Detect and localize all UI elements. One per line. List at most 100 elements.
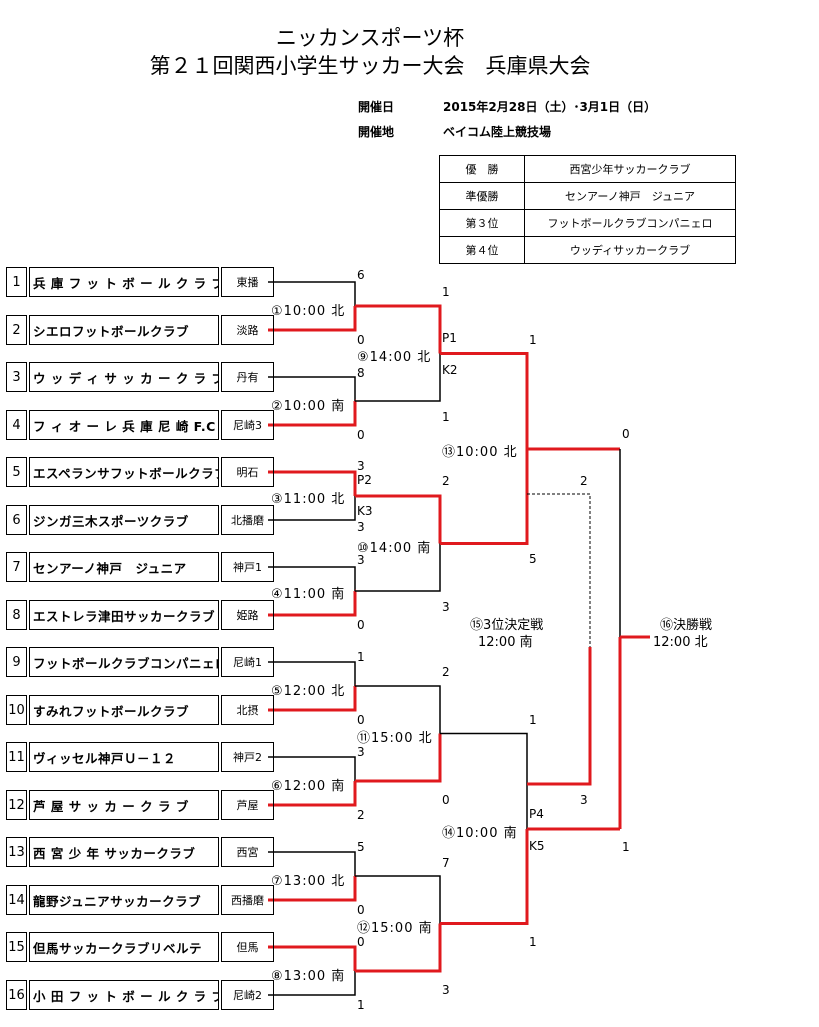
score-label: 3 bbox=[357, 520, 365, 534]
score-label: 2 bbox=[357, 808, 365, 822]
team-name: 龍野ジュニアサッカークラブ bbox=[29, 885, 219, 915]
team-region: 但馬 bbox=[221, 932, 274, 962]
team-region: 明石 bbox=[221, 457, 274, 487]
bracket-line bbox=[268, 876, 357, 902]
team-region: 姫路 bbox=[221, 600, 274, 630]
score-label: 0 bbox=[357, 935, 365, 949]
team-region: 西播磨 bbox=[221, 885, 274, 915]
pk-label: P4 bbox=[529, 807, 544, 821]
score-label: 5 bbox=[529, 552, 537, 566]
bracket-line bbox=[355, 733, 442, 783]
bracket-line bbox=[268, 401, 357, 427]
team-region: 芦屋 bbox=[221, 790, 274, 820]
team-region: 東播 bbox=[221, 267, 274, 297]
venue-label: 開催地 bbox=[358, 125, 395, 139]
team-number: 12 bbox=[6, 790, 27, 820]
score-label: 2 bbox=[442, 474, 450, 488]
bracket-line bbox=[268, 306, 357, 332]
team-name: エストレラ津田サッカークラブ bbox=[29, 600, 219, 630]
score-label: 3 bbox=[580, 793, 588, 807]
team-number: 10 bbox=[6, 695, 27, 725]
team-name: フットボールクラブコンパニェロ bbox=[29, 647, 219, 677]
bracket-line bbox=[268, 686, 357, 712]
score-label: 3 bbox=[357, 553, 365, 567]
team-name: ヴィッセル神戸Ｕ－１２ bbox=[29, 742, 219, 772]
results-row: 第３位フットボールクラブコンパニェロ bbox=[439, 209, 736, 237]
score-label: 0 bbox=[357, 618, 365, 632]
bracket-line bbox=[440, 732, 528, 829]
score-label: 2 bbox=[580, 474, 588, 488]
bracket-line bbox=[440, 449, 529, 545]
score-label: 1 bbox=[622, 840, 630, 854]
team-name: 芦 屋 サ ッ カ ー ク ラ ブ bbox=[29, 790, 219, 820]
team-name: シエロフットボールクラブ bbox=[29, 315, 219, 345]
team-region: 淡路 bbox=[221, 315, 274, 345]
team-region: 丹有 bbox=[221, 362, 274, 392]
match-label: ④11:00 南 bbox=[271, 587, 346, 602]
bracket-line bbox=[355, 353, 441, 402]
final-label: ⑯決勝戦 bbox=[660, 618, 713, 633]
pk-label: K5 bbox=[529, 839, 545, 853]
title-line1: ニッカンスポーツ杯 bbox=[275, 26, 465, 50]
bracket-line bbox=[355, 923, 442, 973]
team-number: 14 bbox=[6, 885, 27, 915]
match-label: ②10:00 南 bbox=[271, 399, 346, 414]
bracket-line bbox=[355, 494, 442, 544]
team-region: 神戸2 bbox=[221, 742, 274, 772]
match-label: ⑫15:00 南 bbox=[357, 921, 433, 936]
score-label: 0 bbox=[622, 427, 630, 441]
result-team-cell: ウッディサッカークラブ bbox=[524, 236, 736, 264]
team-name: 西 宮 少 年 サッカークラブ bbox=[29, 837, 219, 867]
match-label: ⑦13:00 北 bbox=[271, 874, 346, 889]
rank-cell: 準優勝 bbox=[439, 182, 525, 210]
bracket-line bbox=[268, 591, 357, 617]
bracket-line bbox=[268, 945, 357, 971]
results-table: 優 勝西宮少年サッカークラブ 準優勝センアーノ神戸 ジュニア 第３位フットボール… bbox=[439, 155, 736, 264]
results-row: 第４位ウッディサッカークラブ bbox=[439, 236, 736, 264]
result-team-cell: 西宮少年サッカークラブ bbox=[524, 155, 736, 183]
team-region: 尼崎2 bbox=[221, 980, 274, 1010]
bracket-line bbox=[268, 496, 356, 521]
score-label: 7 bbox=[442, 856, 450, 870]
match-label: ⑪15:00 北 bbox=[357, 731, 433, 746]
match-label: ①10:00 北 bbox=[271, 304, 346, 319]
team-name: エスペランサフットボールクラブ bbox=[29, 457, 219, 487]
pk-label: P2 bbox=[357, 473, 372, 487]
score-label: 1 bbox=[529, 713, 537, 727]
team-name: 但馬サッカークラブリベルテ bbox=[29, 932, 219, 962]
team-number: 6 bbox=[6, 505, 27, 535]
bracket-line bbox=[440, 829, 529, 925]
score-label: 3 bbox=[357, 459, 365, 473]
score-label: 3 bbox=[442, 600, 450, 614]
bracket-line bbox=[268, 851, 356, 876]
team-region: 北摂 bbox=[221, 695, 274, 725]
final-time: 12:00 北 bbox=[653, 635, 708, 650]
match-label: ⑥12:00 南 bbox=[271, 779, 346, 794]
score-label: 0 bbox=[357, 428, 365, 442]
score-label: 6 bbox=[357, 268, 365, 282]
pk-label: K2 bbox=[442, 363, 458, 377]
team-number: 16 bbox=[6, 980, 27, 1010]
score-label: 0 bbox=[357, 903, 365, 917]
bracket-line bbox=[268, 781, 357, 807]
team-number: 13 bbox=[6, 837, 27, 867]
third-place-label: ⑮3位決定戦 bbox=[470, 618, 544, 633]
team-name: すみれフットボールクラブ bbox=[29, 695, 219, 725]
rank-cell: 第４位 bbox=[439, 236, 525, 264]
team-number: 8 bbox=[6, 600, 27, 630]
score-label: 3 bbox=[442, 983, 450, 997]
